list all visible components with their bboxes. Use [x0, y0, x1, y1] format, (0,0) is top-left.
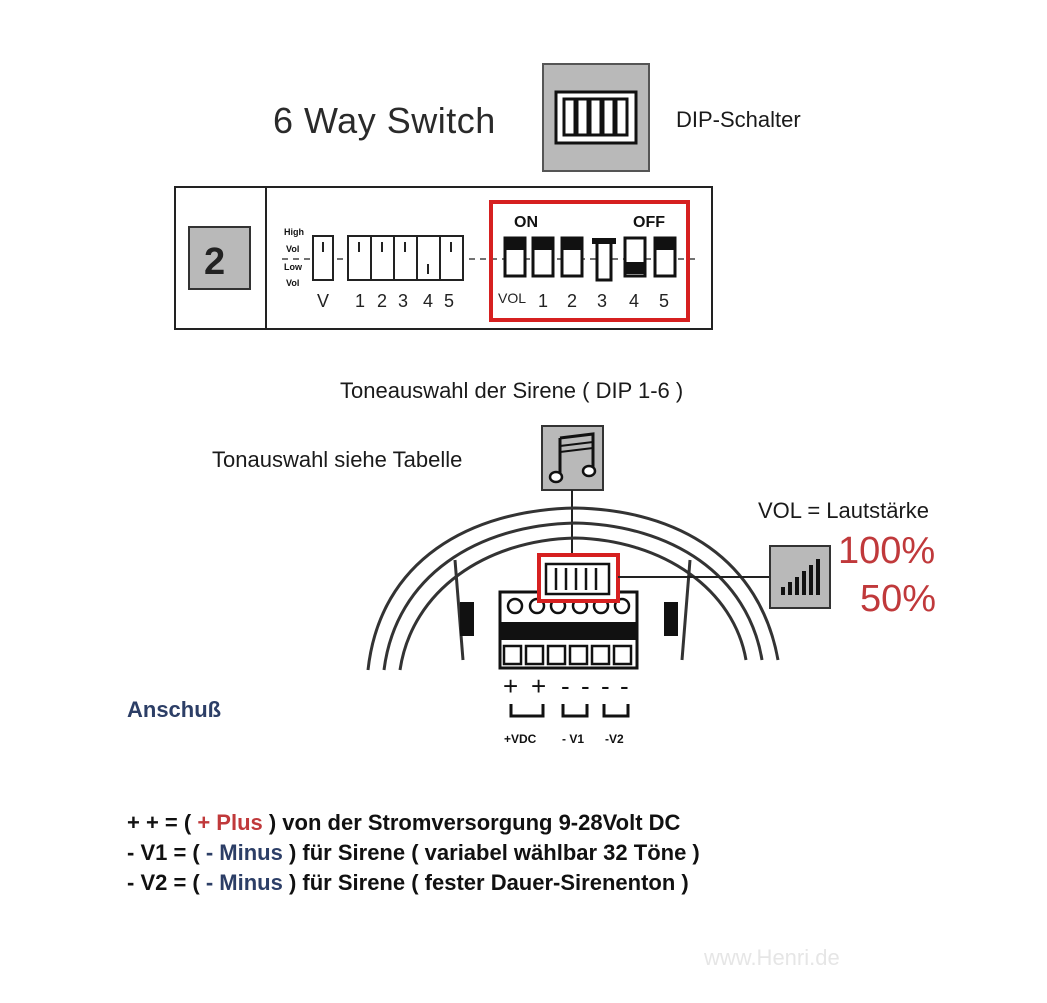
terminal-signs: + + - - - - — [503, 671, 629, 701]
group-label-v1: - V1 — [562, 732, 584, 746]
right-label-3: 3 — [597, 291, 607, 311]
volume-bars-icon — [769, 545, 831, 609]
off-label: OFF — [633, 214, 665, 231]
dip-highlight-box — [489, 200, 690, 322]
note-2-prefix: - V1 = ( — [127, 840, 206, 865]
vol-switch-left — [312, 235, 334, 281]
left-label-1: 1 — [355, 291, 365, 311]
right-label-5: 5 — [659, 291, 669, 311]
terminal-sign-4: - — [581, 671, 590, 701]
tone-selection-title: Toneauswahl der Sirene ( DIP 1-6 ) — [340, 378, 684, 403]
volume-low: 50% — [860, 578, 937, 620]
terminal-brackets — [509, 704, 630, 718]
terminal-sign-5: - — [601, 671, 610, 701]
group-label-vdc: +VDC — [504, 732, 537, 746]
left-switch-numbers: V 1 2 3 4 5 — [317, 291, 454, 311]
terminal-block — [498, 590, 639, 670]
dip-switch-label: DIP-Schalter — [676, 107, 801, 132]
wiring-notes: + + = ( + Plus ) von der Stromversorgung… — [127, 808, 700, 898]
diagram-title: 6 Way Switch — [273, 100, 496, 141]
on-label: ON — [514, 214, 538, 231]
music-note-icon — [541, 425, 604, 491]
level-label-low: Low — [284, 262, 303, 272]
note-line-v1: - V1 = ( - Minus ) für Sirene ( variabel… — [127, 838, 700, 868]
group-label-v2: -V2 — [605, 732, 624, 746]
note-3-suffix: ) für Sirene ( fester Dauer-Sirenenton ) — [282, 870, 689, 895]
volume-high: 100% — [838, 530, 936, 572]
terminal-sign-2: + — [531, 671, 546, 701]
left-label-3: 3 — [398, 291, 408, 311]
note-1-suffix: ) von der Stromversorgung 9-28Volt DC — [262, 810, 681, 835]
note-2-suffix: ) für Sirene ( variabel wählbar 32 Töne … — [282, 840, 700, 865]
right-label-1: 1 — [538, 291, 548, 311]
left-level-labels: High Vol Low Vol — [284, 227, 304, 288]
note-2-highlight: - Minus — [205, 840, 283, 865]
level-label-vol-2: Vol — [286, 278, 299, 288]
terminal-sign-3: - — [561, 671, 570, 701]
dip-switch-icon — [542, 63, 650, 172]
switch-number-badge — [188, 226, 251, 290]
note-1-highlight: + Plus — [197, 810, 263, 835]
level-label-vol-1: Vol — [286, 244, 299, 254]
left-label-v: V — [317, 291, 329, 311]
right-label-4: 4 — [629, 291, 639, 311]
level-label-high: High — [284, 227, 304, 237]
switch-panel — [174, 186, 713, 330]
left-label-4: 4 — [423, 291, 433, 311]
pcb-dip-switch — [544, 562, 611, 596]
tone-table-label: Tonauswahl siehe Tabelle — [212, 447, 463, 472]
footer-watermark: www.Henri.de — [704, 945, 840, 970]
note-3-highlight: - Minus — [205, 870, 283, 895]
right-label-2: 2 — [567, 291, 577, 311]
left-label-2: 2 — [377, 291, 387, 311]
right-switch-numbers: VOL 1 2 3 4 5 — [498, 290, 669, 311]
volume-label: VOL = Lautstärke — [758, 498, 930, 523]
terminal-group-labels: +VDC - V1 -V2 — [504, 732, 624, 746]
note-line-v2: - V2 = ( - Minus ) für Sirene ( fester D… — [127, 868, 700, 898]
connection-label: Anschuß — [127, 697, 222, 722]
note-3-prefix: - V2 = ( — [127, 870, 206, 895]
right-label-vol: VOL — [498, 290, 526, 306]
terminal-sign-1: + — [503, 671, 518, 701]
terminal-sign-6: - — [620, 671, 629, 701]
left-label-5: 5 — [444, 291, 454, 311]
switch-number: 2 — [204, 241, 225, 283]
note-line-plus: + + = ( + Plus ) von der Stromversorgung… — [127, 808, 700, 838]
note-1-prefix: + + = ( — [127, 810, 198, 835]
